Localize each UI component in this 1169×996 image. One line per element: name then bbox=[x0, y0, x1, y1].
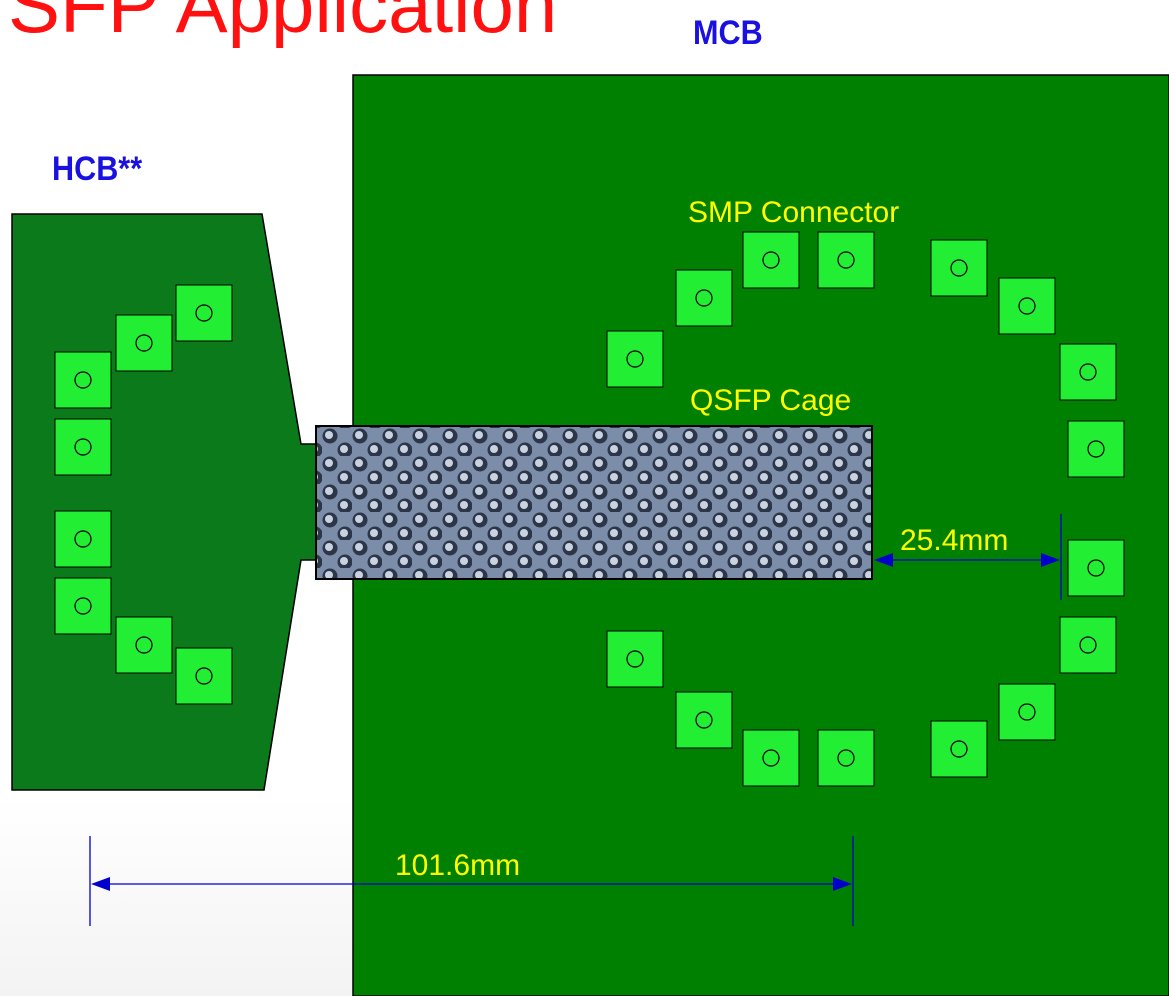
dimension-overall bbox=[89, 836, 854, 926]
host-connectors bbox=[54, 284, 233, 705]
connector-main-2 bbox=[675, 269, 733, 327]
qsfp-cage bbox=[315, 425, 873, 580]
smp-connector-label: SMP Connector bbox=[688, 196, 900, 229]
arrow-left-icon bbox=[91, 877, 110, 891]
connector-main-10 bbox=[1059, 616, 1117, 674]
qsfp-cage-label: QSFP Cage bbox=[690, 384, 852, 417]
connector-main-16 bbox=[606, 630, 664, 688]
connector-main-7 bbox=[1059, 343, 1117, 401]
connector-main-12 bbox=[930, 720, 988, 778]
connector-main-4 bbox=[817, 231, 875, 289]
dimension-cage-to-connector bbox=[874, 514, 1062, 600]
main-connectors bbox=[606, 231, 1125, 787]
arrow-right-icon bbox=[833, 877, 852, 891]
connector-main-13 bbox=[817, 729, 875, 787]
connector-host-4 bbox=[54, 418, 112, 476]
connector-main-11 bbox=[998, 683, 1056, 741]
connector-host-3 bbox=[54, 351, 112, 409]
connector-host-1 bbox=[175, 284, 233, 342]
connector-host-7 bbox=[115, 616, 173, 674]
slide-title: SFP Application bbox=[8, 0, 558, 49]
connector-host-2 bbox=[115, 314, 173, 372]
connector-main-8 bbox=[1067, 420, 1125, 478]
connector-main-15 bbox=[675, 691, 733, 749]
host-board bbox=[11, 213, 317, 791]
connector-host-6 bbox=[54, 577, 112, 635]
arrow-right-icon bbox=[1041, 553, 1060, 567]
connector-main-5 bbox=[930, 239, 988, 297]
connector-main-6 bbox=[998, 277, 1056, 335]
connector-host-5 bbox=[54, 510, 112, 568]
main-board-label: MCB bbox=[693, 14, 763, 52]
connector-main-3 bbox=[742, 231, 800, 289]
dimension-label-25mm: 25.4mm bbox=[900, 524, 1009, 557]
connector-main-14 bbox=[742, 729, 800, 787]
host-board-label: HCB** bbox=[52, 150, 143, 188]
connector-main-1 bbox=[606, 330, 664, 388]
dimension-label-101mm: 101.6mm bbox=[395, 849, 521, 882]
connector-main-9 bbox=[1067, 539, 1125, 597]
connector-host-8 bbox=[175, 647, 233, 705]
arrow-left-icon bbox=[874, 553, 893, 567]
